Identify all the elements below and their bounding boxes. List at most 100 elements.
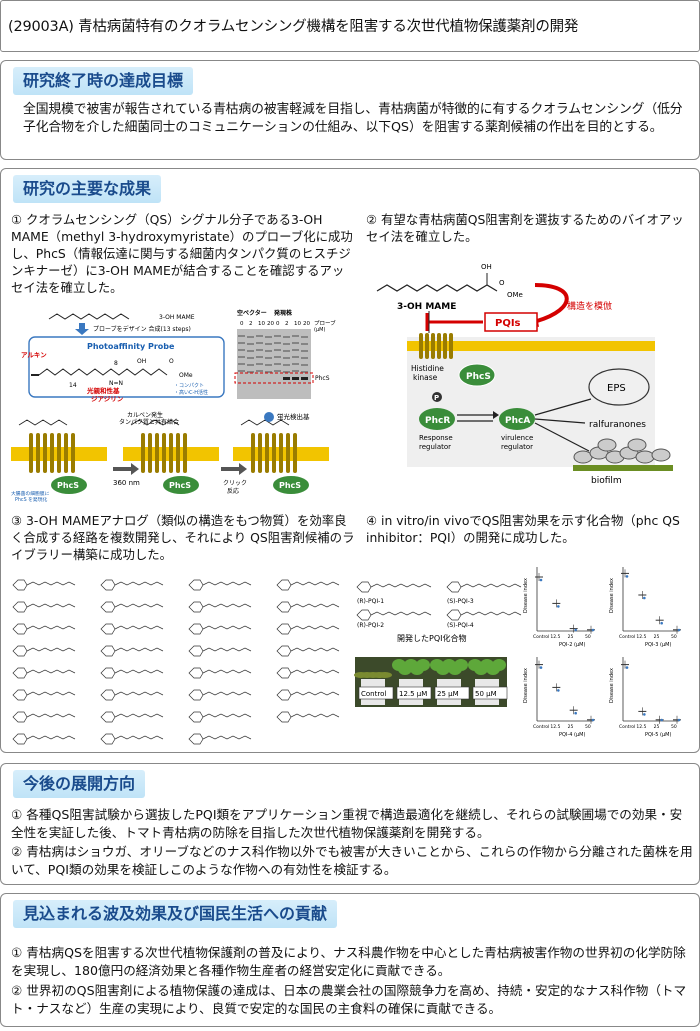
chart-xtick: 50: [585, 724, 591, 730]
analog-ring: [100, 601, 116, 613]
arrow-click-icon: [221, 463, 247, 475]
chart-xtick: 25: [568, 724, 574, 730]
ecoli-label-2: PhcS を発現化: [15, 496, 48, 503]
click-label-2: 反応: [227, 487, 239, 495]
uv-label: 360 nm: [113, 479, 140, 487]
analog-ring: [100, 733, 116, 745]
gel-band: [256, 363, 263, 365]
pqi-structures: [356, 581, 522, 621]
results-title: 研究の主要な成果: [13, 175, 162, 203]
probe-chain: [38, 368, 168, 376]
analog-chain: [202, 625, 252, 630]
chart-ylabel: Disease index: [609, 578, 615, 613]
click-label-1: クリック: [223, 480, 247, 487]
analog-chain: [114, 603, 164, 608]
carbene-label-2: タンパク質と共有結合: [119, 418, 179, 426]
results-section: 研究の主要な成果 ① クオラムセンシング（QS）シグナル分子である3-OH MA…: [0, 168, 700, 753]
chart-xtick: 25: [568, 634, 574, 640]
analog-chain: [290, 581, 340, 586]
analog-ring: [100, 623, 116, 635]
gel-unit-label: (μM): [314, 327, 325, 333]
plant-label-box: [358, 686, 394, 700]
analog-chain: [202, 691, 252, 696]
analog-ring: [12, 711, 28, 723]
analog-chain: [202, 713, 252, 718]
developed-label: 開発したPQI化合物: [397, 633, 466, 643]
plant-leaf: [416, 659, 430, 671]
chart-point: [660, 621, 663, 625]
gel-band: [292, 363, 299, 365]
analog-ring: [100, 579, 116, 591]
analog-ring: [188, 623, 204, 635]
membrane-helix: [286, 433, 290, 473]
goal-text: 全国規模で被害が報告されている青枯病の被害軽減を目指し、青枯病菌が特徴的に有する…: [23, 102, 683, 135]
analog-chain: [290, 713, 340, 718]
membrane-helix: [183, 433, 187, 473]
future-item-1: ① 各種QS阻害試験から選抜したPQI類をアプリケーション重視で構造最適化を継続…: [11, 807, 683, 840]
gel-band: [265, 343, 272, 345]
probe-assay-figure: 3-OH MAME プローブをデザイン 合成(13 steps) Photoaf…: [11, 309, 336, 503]
histidine-label-1: Histidine: [411, 364, 444, 373]
membrane-helix: [258, 433, 262, 473]
chart-xtick: 12.5: [550, 634, 560, 640]
virulence-label-2: regulator: [501, 443, 533, 451]
analog-ring: [12, 601, 28, 613]
biofilm-base: [573, 465, 673, 471]
analog-chain: [26, 625, 76, 630]
pathway-o: O: [499, 279, 505, 287]
arrow-ralf: [534, 418, 586, 424]
gel-band: [238, 370, 245, 372]
membrane-helix: [293, 433, 297, 473]
analog-ring: [100, 667, 116, 679]
arrow-eps: [534, 398, 592, 416]
histidine-label-2: kinase: [413, 373, 438, 382]
future-section: 今後の展開方向 ① 各種QS阻害試験から選抜したPQI類をアプリケーション重視で…: [0, 763, 700, 885]
gel-band: [283, 364, 290, 366]
eps-label: EPS: [607, 383, 626, 394]
gel-band: [292, 335, 299, 337]
gel-band: [292, 370, 299, 372]
pathway-membrane: [407, 333, 655, 359]
plant-leaf: [454, 659, 468, 671]
compact-label-1: ・コンパクト: [174, 383, 204, 389]
analog-chain: [26, 669, 76, 674]
analog-chain: [114, 735, 164, 740]
chart-xtick: 12.5: [550, 724, 560, 730]
phcs-blob-label: PhcS: [279, 481, 301, 490]
gel-band: [283, 350, 290, 352]
chart-xtick: 50: [585, 634, 591, 640]
header-box: (29003A) 青枯病菌特有のクオラムセンシング機構を阻害する次世代植物保護薬…: [0, 0, 700, 52]
pqi-ring: [356, 581, 372, 593]
analog-chain: [202, 581, 252, 586]
carbene-label-1: カルベン発生: [127, 411, 163, 419]
analog-chain: [202, 647, 252, 652]
chart-ylabel: Disease index: [523, 578, 529, 613]
chart-point: [625, 666, 629, 669]
biofilm-cell: [651, 448, 671, 462]
pqi-figure: (R)-PQI-1 (S)-PQI-3 (R)-PQI-2 (S)-PQI-4 …: [354, 567, 681, 738]
response-label-1: Response: [419, 434, 453, 442]
chart-point: [574, 628, 577, 632]
analog-chain: [290, 669, 340, 674]
analog-ring: [12, 579, 28, 591]
analog-ring: [188, 645, 204, 657]
gel-band: [274, 349, 281, 351]
chart-xtick: Control: [533, 634, 549, 640]
membrane-helix: [36, 433, 40, 473]
gel-lane-label: 2: [285, 321, 289, 327]
gel-lane-label: 20: [267, 321, 274, 327]
page-title: (29003A) 青枯病菌特有のクオラムセンシング機構を阻害する次世代植物保護薬…: [8, 19, 579, 35]
analog-library-figure: [12, 579, 340, 745]
mimic-arrow: [534, 283, 569, 323]
chart-xtick: 25: [654, 634, 660, 640]
impact-title: 見込まれる波及効果及び国民生活への貢献: [13, 900, 338, 928]
gel-band: [238, 363, 245, 365]
membrane-helix: [176, 433, 180, 473]
pqi-4-label: (S)-PQI-4: [447, 622, 474, 629]
membrane-helix: [169, 433, 173, 473]
analog-ring: [12, 645, 28, 657]
gel-band: [256, 349, 263, 351]
membrane-helix: [148, 433, 152, 473]
response-label-2: regulator: [419, 443, 451, 451]
